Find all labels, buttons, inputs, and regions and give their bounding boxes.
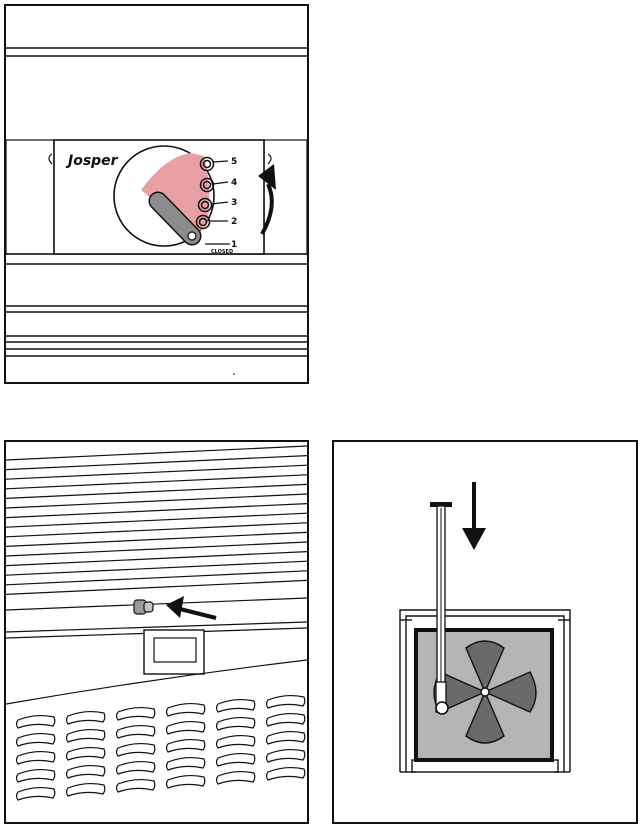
- position-label-4: 4: [231, 178, 237, 188]
- position-label-5: 5: [231, 157, 237, 167]
- push-pin-diagram: [6, 445, 307, 801]
- release-pin[interactable]: [133, 599, 154, 615]
- vent-slot: [165, 720, 206, 735]
- vent-slot: [165, 738, 206, 753]
- vent-slot: [65, 764, 106, 779]
- vent-slot: [115, 742, 156, 757]
- vent-slot: [115, 760, 156, 775]
- vent-slot: [265, 712, 306, 727]
- vent-slot: [165, 774, 206, 789]
- vent-slot: [165, 702, 206, 717]
- vent-slot: [115, 706, 156, 721]
- fan-diagram: [399, 482, 571, 773]
- vent-slot: [15, 768, 56, 783]
- vent-slot: [65, 710, 106, 725]
- dial-lever[interactable]: [148, 191, 202, 246]
- position-holes: [195, 156, 215, 230]
- brand-logo: Josper: [65, 153, 119, 169]
- removal-rod[interactable]: [430, 502, 452, 715]
- down-arrow-icon: [462, 482, 486, 550]
- door-handle[interactable]: [143, 629, 205, 675]
- dial-diagram: Josper 5 4 3 2 1 CLOSED: [6, 47, 307, 375]
- position-label-3: 3: [231, 198, 237, 208]
- closed-label: CLOSED: [211, 249, 233, 255]
- vent-slot: [115, 724, 156, 739]
- vent-slot: [265, 766, 306, 781]
- vent-slot: [65, 746, 106, 761]
- vent-slot: [215, 698, 256, 713]
- vent-slot: [115, 778, 156, 793]
- vent-slot: [165, 756, 206, 771]
- rotate-arrow-icon: [258, 164, 276, 235]
- push-arrow-icon: [166, 596, 217, 620]
- fan-diagram-panel: [332, 440, 638, 824]
- vent-slot: [265, 694, 306, 709]
- vent-slot: [215, 734, 256, 749]
- vent-slot: [15, 732, 56, 747]
- vent-slot: [265, 730, 306, 745]
- vent-slot: [215, 770, 256, 785]
- dial-diagram-panel: Josper 5 4 3 2 1 CLOSED: [4, 4, 309, 384]
- vent-grille: [15, 694, 306, 801]
- vent-slot: [15, 786, 56, 801]
- vent-slot: [15, 714, 56, 729]
- position-label-2: 2: [231, 217, 237, 227]
- vent-slot: [215, 752, 256, 767]
- open-range-highlight: [141, 153, 210, 234]
- vent-slot: [15, 750, 56, 765]
- vent-slot: [215, 716, 256, 731]
- push-pin-diagram-panel: [4, 440, 309, 824]
- position-label-1: 1: [231, 240, 237, 250]
- vent-slot: [65, 782, 106, 797]
- door-slats: [6, 445, 307, 595]
- vent-slot: [65, 728, 106, 743]
- vent-slot: [265, 748, 306, 763]
